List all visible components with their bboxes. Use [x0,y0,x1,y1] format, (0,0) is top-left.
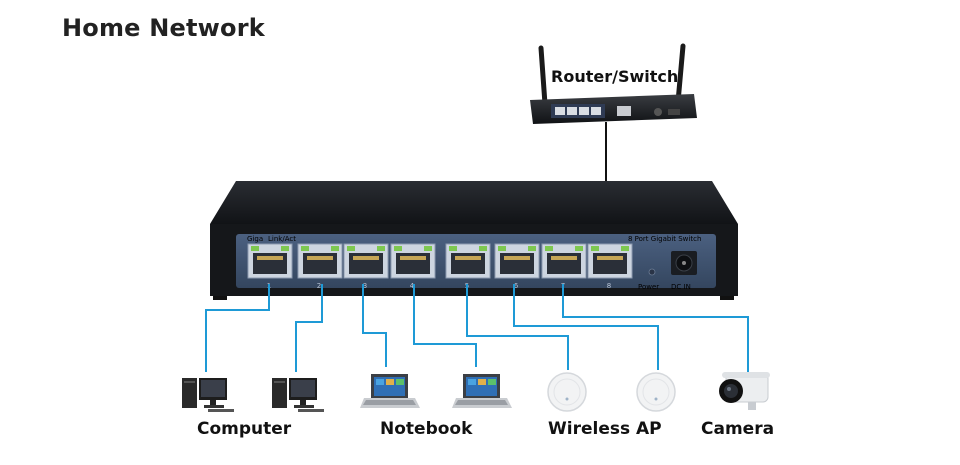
switch-port-7: 7 [541,243,587,290]
switch-port-8: 8 [587,243,633,290]
wireless-ap-label: Wireless AP [548,419,662,439]
cable-port-1 [205,284,270,372]
computer-1 [182,378,234,412]
switch-ports: 1 2 3 4 5 6 7 8 [247,243,633,290]
port-8-led-link [621,246,629,251]
port-4-led-giga [394,246,402,251]
router [530,43,697,124]
port-2-led-giga [301,246,309,251]
cable-port-3 [362,284,387,367]
cable-port-4 [413,284,477,367]
cable-port-2 [295,284,323,372]
wireless-ap-1 [547,372,587,412]
port-number-3: 3 [363,282,367,290]
port-number-8: 8 [607,282,611,290]
label-dc-in: DC IN [671,283,691,291]
notebook-1 [360,374,420,408]
switch-port-3: 3 [343,243,389,290]
port-number-4: 4 [410,282,415,290]
power-led [648,268,656,276]
camera [719,372,770,410]
cable-port-6 [513,284,659,370]
page-title: Home Network [62,14,265,42]
label-power: Power [638,283,659,291]
switch-port-5: 5 [445,243,491,290]
computer-2 [272,378,324,412]
port-7-led-giga [545,246,553,251]
port-5-led-link [479,246,487,251]
port-6-led-link [528,246,536,251]
wireless-ap-2 [636,372,676,412]
label-model: 8 Port Gigabit Switch [628,235,701,243]
switch-port-1: 1 [247,243,293,290]
switch-port-2: 2 [297,243,343,290]
device-cables [205,284,749,372]
port-1-led-link [281,246,289,251]
router-wan-port [617,106,631,116]
port-1-led-giga [251,246,259,251]
notebook-label: Notebook [380,419,473,439]
router-label: Router/Switch [551,67,679,86]
notebook-2 [452,374,512,408]
port-number-2: 2 [317,282,321,290]
computer-label: Computer [197,419,292,439]
switch-port-6: 6 [494,243,540,290]
port-7-led-link [575,246,583,251]
port-4-led-link [424,246,432,251]
port-number-6: 6 [514,282,519,290]
label-link-act: Link/Act [268,235,296,243]
switch-port-4: 4 [390,243,436,290]
port-3-led-link [377,246,385,251]
switch: Giga Link/Act 8 Port Gigabit Switch 1 2 3 4… [210,181,738,300]
port-8-led-giga [591,246,599,251]
port-5-led-giga [449,246,457,251]
port-2-led-link [331,246,339,251]
camera-label: Camera [701,419,775,439]
cable-port-7 [562,284,749,372]
label-giga: Giga [247,235,263,243]
router-antenna-left [538,45,548,107]
cable-port-5 [466,284,569,370]
router-antenna-right [675,43,686,105]
router-power-jack [654,108,662,116]
port-6-led-giga [498,246,506,251]
switch-top [210,181,738,224]
port-3-led-giga [347,246,355,251]
